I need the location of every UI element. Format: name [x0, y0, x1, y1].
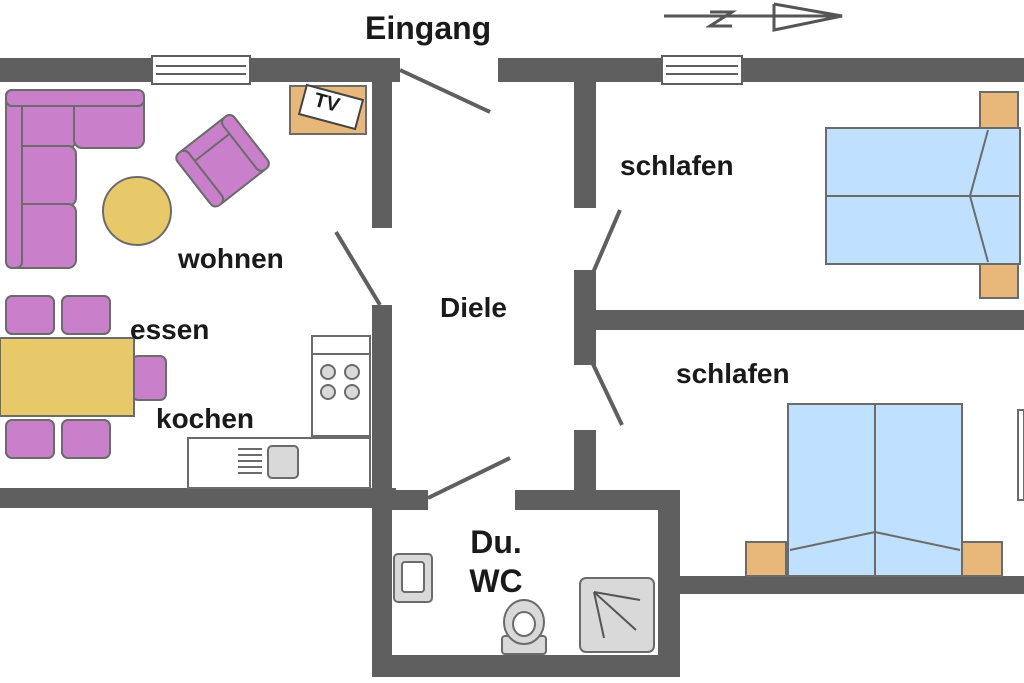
room-label-schlafen-1: schlafen [620, 150, 734, 181]
kitchen-counter [187, 437, 371, 489]
north-letter-icon [706, 10, 738, 28]
room-label-diele: Diele [440, 292, 507, 323]
dining-table-icon [0, 337, 135, 417]
stove-icon [311, 335, 371, 437]
double-bed-2-icon [745, 403, 1003, 577]
walls [0, 58, 1024, 677]
room-label-essen: essen [130, 314, 210, 345]
corner-sofa-icon [5, 89, 145, 269]
toilet-icon [501, 599, 547, 655]
north-arrow-icon [664, 2, 843, 32]
tv-icon [289, 83, 367, 135]
dining-chairs [5, 295, 167, 459]
room-label-bath-line1: Du. [470, 524, 522, 560]
shower-icon [579, 577, 655, 653]
room-label-kochen: kochen [156, 403, 255, 434]
room-label-wohnen: wohnen [178, 243, 284, 274]
window-living [151, 55, 251, 85]
wardrobe-edge [1017, 409, 1024, 501]
kitchen-sink-icon [267, 445, 299, 479]
doors [334, 68, 624, 500]
double-bed-1-icon [825, 91, 1021, 299]
armchair-icon [175, 114, 270, 208]
room-label-bath-line2: WC [469, 563, 523, 599]
entrance-label: Eingang [365, 10, 492, 46]
window-bedroom [661, 55, 743, 85]
room-label-schlafen-2: schlafen [676, 358, 790, 389]
round-coffee-table-icon [102, 176, 172, 246]
